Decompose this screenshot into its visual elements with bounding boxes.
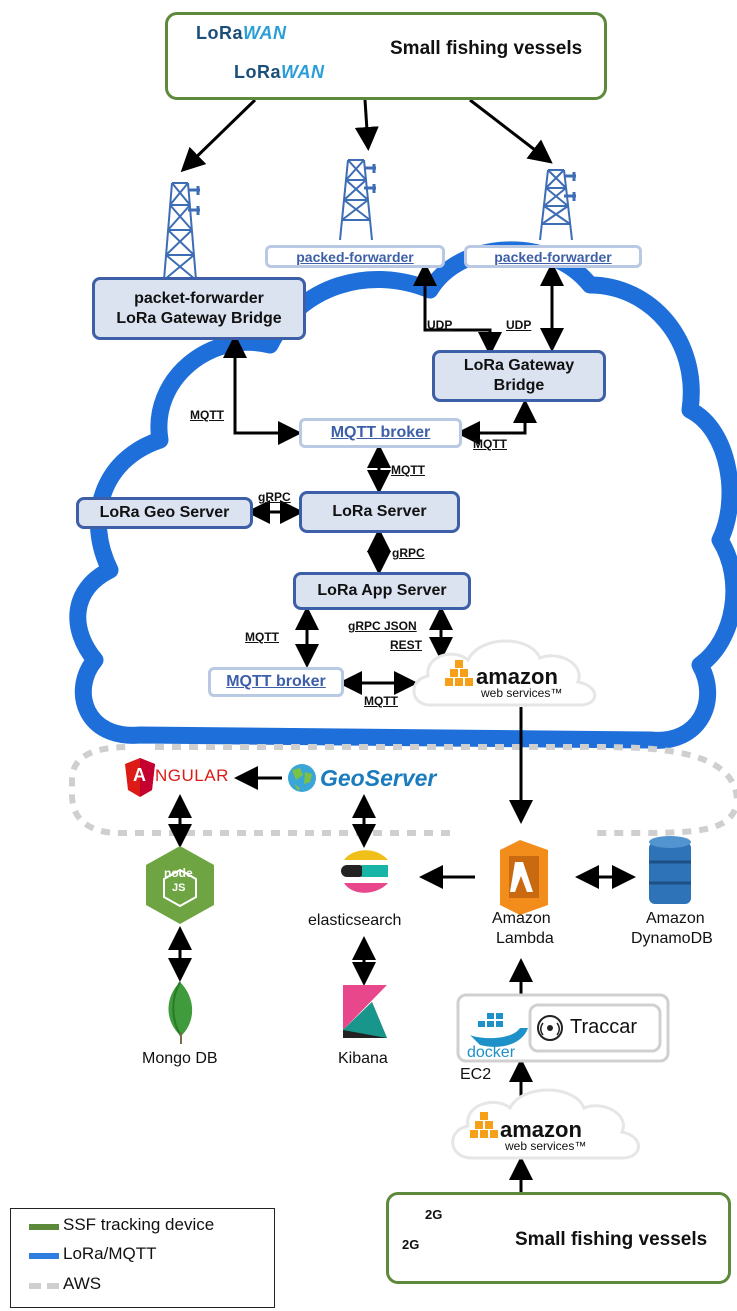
tower-right-icon xyxy=(539,169,576,241)
dynamodb-label-line2: DynamoDB xyxy=(631,930,713,947)
aws-logo-top-icon xyxy=(445,660,473,686)
lambda-label-line2: Lambda xyxy=(496,930,554,947)
edge-label-grpc-geo: gRPC xyxy=(258,490,291,504)
docker-label: docker xyxy=(467,1044,516,1061)
lorawan-logo-1: LoRaWAN xyxy=(196,23,287,43)
mqtt-broker-bottom[interactable]: MQTT broker xyxy=(208,667,344,697)
edge-label-mqtt-bottom: MQTT xyxy=(364,694,398,708)
elasticsearch-icon xyxy=(341,850,388,893)
arrow-mqtt-right xyxy=(456,399,537,445)
legend-item-ssf: SSF tracking device xyxy=(29,1215,214,1235)
bottom-vessels-label: Small fishing vessels xyxy=(515,1229,708,1250)
nodejs-js-label: JS xyxy=(172,882,186,894)
edge-label-mqtt-mid: MQTT xyxy=(391,463,425,477)
aws-region-border xyxy=(69,743,737,836)
aws-text-top: amazon web services™ xyxy=(476,664,563,700)
kibana-icon xyxy=(343,985,387,1038)
edge-label-mqtt-app: MQTT xyxy=(245,630,279,644)
geoserver-label: GeoServer xyxy=(320,765,437,791)
ec2-label: EC2 xyxy=(460,1066,492,1083)
edge-label-mqtt-right: MQTT xyxy=(473,437,507,451)
mongodb-label: Mongo DB xyxy=(142,1050,218,1067)
edge-label-grpc-json: gRPC JSON xyxy=(348,619,417,633)
aws-text-bottom: amazon web services™ xyxy=(500,1117,587,1153)
edge-label-rest: REST xyxy=(390,638,423,652)
aws-logo-bottom-icon xyxy=(470,1112,498,1138)
angular-icon xyxy=(125,758,155,797)
kibana-label: Kibana xyxy=(338,1050,388,1067)
geoserver-globe-icon xyxy=(288,764,316,792)
arrow-vessel-to-tower-right xyxy=(469,98,553,164)
traccar-label: Traccar xyxy=(570,1016,638,1038)
dynamodb-label-line1: Amazon xyxy=(646,910,705,927)
arrow-vessel-to-tower-left xyxy=(180,98,257,173)
lambda-label-line1: Amazon xyxy=(492,910,551,927)
aws-sub-top: web services™ xyxy=(481,686,563,700)
aws-cloud-top xyxy=(412,639,597,707)
gateway-bridge-line1: packet-forwarder xyxy=(134,289,264,307)
lorawan-logo-2: LoRaWAN xyxy=(234,62,325,82)
lora-app-server[interactable]: LoRa App Server xyxy=(293,572,471,610)
aws-cloud-bottom xyxy=(451,1088,640,1160)
mqtt-broker-top[interactable]: MQTT broker xyxy=(299,418,462,448)
badge-2g-1: 2G xyxy=(425,1207,443,1222)
arrow-vessel-to-tower-mid xyxy=(354,99,379,151)
traccar-box xyxy=(528,1003,662,1053)
tower-mid-icon xyxy=(339,159,376,241)
top-vessels-box xyxy=(165,12,607,100)
legend-item-aws: AWS xyxy=(29,1274,101,1294)
edge-label-grpc-app: gRPC xyxy=(392,546,425,560)
arrow-udp-left xyxy=(413,262,502,356)
lora-gateway-bridge[interactable]: LoRa Gateway Bridge xyxy=(432,350,606,402)
arrow-mqtt-left xyxy=(223,334,302,445)
bottom-vessels-box xyxy=(386,1192,731,1284)
legend-item-lora: LoRa/MQTT xyxy=(29,1244,157,1264)
gateway-bridge-line2: LoRa Gateway Bridge xyxy=(116,309,282,327)
lora-gateway-bridge-line1: LoRa Gateway xyxy=(463,357,575,374)
packed-forwarder-right[interactable]: packed-forwarder xyxy=(464,245,642,268)
angular-label: ANGULAR xyxy=(155,766,229,785)
packet-forwarder-gateway-bridge[interactable]: packet-forwarder LoRa Gateway Bridge xyxy=(92,277,306,340)
nodejs-label: node xyxy=(164,866,193,880)
angular-shield-letter: A xyxy=(133,765,146,785)
mongodb-leaf-icon xyxy=(168,981,193,1044)
top-vessels-label: Small fishing vessels xyxy=(390,38,583,59)
aws-lambda-icon xyxy=(500,840,548,915)
lora-server[interactable]: LoRa Server xyxy=(299,491,460,533)
edge-label-udp-left: UDP xyxy=(427,318,453,332)
legend: SSF tracking device LoRa/MQTT AWS xyxy=(10,1208,275,1308)
nodejs-icon xyxy=(146,846,214,924)
lora-geo-server[interactable]: LoRa Geo Server xyxy=(76,497,253,529)
lora-gateway-bridge-line2: Bridge xyxy=(493,377,545,394)
elasticsearch-label: elasticsearch xyxy=(308,912,402,929)
traccar-icon xyxy=(537,1015,563,1041)
badge-2g-2: 2G xyxy=(402,1237,420,1252)
aws-word-bottom: amazon xyxy=(500,1117,582,1142)
aws-sub-bottom: web services™ xyxy=(505,1139,587,1153)
edge-label-udp-right: UDP xyxy=(506,318,532,332)
tower-left-icon xyxy=(163,182,200,281)
aws-word-top: amazon xyxy=(476,664,558,689)
dynamodb-icon xyxy=(649,836,691,904)
edge-label-mqtt-left: MQTT xyxy=(190,408,224,422)
docker-whale-icon xyxy=(470,1013,528,1047)
packed-forwarder-mid[interactable]: packed-forwarder xyxy=(265,245,445,268)
